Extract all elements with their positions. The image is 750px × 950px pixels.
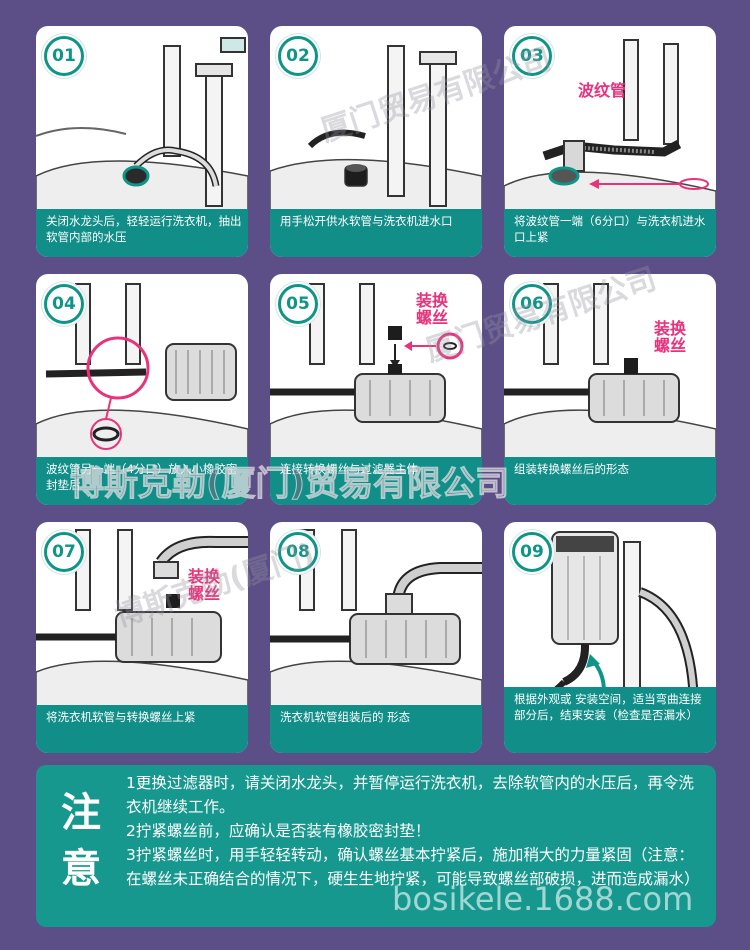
step-caption: 用手松开供水软管与洗衣机进水口: [270, 209, 482, 257]
step-number-badge: 06: [512, 284, 552, 324]
steps-grid: 01 关闭水龙头后，轻轻运行洗衣机，抽出软管内部的水压 02 用手松开供水软管与…: [36, 26, 716, 754]
step-card-7: 07 装换螺丝 将洗衣机软管与转换螺丝上紧: [36, 522, 248, 753]
step-caption: 洗衣机软管组装后的 形态: [270, 705, 482, 753]
notice-line: 2拧紧螺丝前，应确认是否装有橡胶密封垫！: [126, 822, 431, 840]
step-number-badge: 02: [278, 36, 318, 76]
step-card-2: 02 用手松开供水软管与洗衣机进水口: [270, 26, 482, 257]
step-number-badge: 05: [278, 284, 318, 324]
step-3-illustration: [504, 39, 716, 216]
callout-label: 装换螺丝: [416, 291, 449, 327]
callout-label: 装换螺丝: [188, 567, 221, 603]
callout-label: 装换螺丝: [654, 319, 687, 355]
step-caption: 波纹管另一端（4分口）放入小橡胶密封垫后: [36, 457, 248, 505]
notice-line: 1更换过滤器时，请关闭水龙头，并暂停运行洗衣机，去除软管内的水压后，再令洗衣机继…: [126, 774, 694, 816]
callout-label: 波纹管: [578, 81, 627, 100]
step-card-4: 04 波纹管另一端（4分口）放入小橡胶密封垫后: [36, 274, 248, 505]
step-6-illustration: [504, 283, 716, 464]
notice-lines: 1更换过滤器时，请关闭水龙头，并暂停运行洗衣机，去除软管内的水压后，再令洗衣机继…: [126, 771, 702, 891]
step-7-illustration: [36, 529, 248, 712]
step-number-badge: 03: [512, 36, 552, 76]
step-1-illustration: [36, 37, 248, 216]
step-caption: 关闭水龙头后，轻轻运行洗衣机，抽出软管内部的水压: [36, 209, 248, 257]
notice-title-char: 意: [61, 846, 101, 892]
step-caption: 组装转换螺丝后的形态: [504, 457, 716, 505]
step-number-badge: 09: [512, 532, 552, 572]
step-card-8: 08 洗衣机软管组装后的 形态: [270, 522, 482, 753]
step-caption: 连接转换螺丝与过滤器主体: [270, 457, 482, 505]
step-caption: 根据外观或 安装空间，适当弯曲连接部分后，结束安装（检查是否漏水）: [504, 687, 716, 753]
step-2-illustration: [270, 45, 482, 216]
step-number-badge: 07: [44, 532, 84, 572]
step-card-5: 05 装换螺丝 连接转换螺丝与过滤器主体: [270, 274, 482, 505]
step-card-3: 03 波纹管 将波纹管一端（6分口）与洗衣机进水口上紧: [504, 26, 716, 257]
step-card-9: 09 根据外观或 安装空间，适当弯曲连接部分后，结束安装（检查是否漏水）: [504, 522, 716, 753]
step-caption: 将波纹管一端（6分口）与洗衣机进水口上紧: [504, 209, 716, 257]
step-5-illustration: [270, 283, 482, 464]
notice-line: 3拧紧螺丝时，用手轻轻转动，确认螺丝基本拧紧后，施加稍大的力量紧固（注意：在螺丝…: [126, 846, 700, 888]
notice-title: 注 意: [56, 785, 106, 897]
notice-panel: 注 意 1更换过滤器时，请关闭水龙头，并暂停运行洗衣机，去除软管内的水压后，再令…: [36, 765, 716, 927]
step-number-badge: 01: [44, 36, 84, 76]
step-card-1: 01 关闭水龙头后，轻轻运行洗衣机，抽出软管内部的水压: [36, 26, 248, 257]
step-number-badge: 04: [44, 284, 84, 324]
step-caption: 将洗衣机软管与转换螺丝上紧: [36, 705, 248, 753]
step-number-badge: 08: [278, 532, 318, 572]
step-8-illustration: [270, 529, 482, 712]
notice-title-char: 注: [61, 790, 101, 836]
step-card-6: 06 装换螺丝 组装转换螺丝后的形态: [504, 274, 716, 505]
